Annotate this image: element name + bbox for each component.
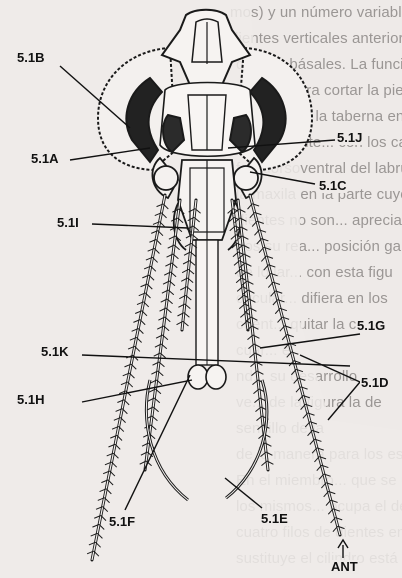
leader-51D-b [328, 382, 360, 420]
labial-lobe-right [206, 365, 226, 389]
labial-lobe-left [188, 365, 208, 389]
left-palp-base [154, 166, 178, 190]
label-5-1F: 5.1F [108, 515, 136, 529]
label-5-1E: 5.1E [260, 512, 289, 526]
label-5-1I: 5.1I [56, 216, 80, 230]
label-5-1H: 5.1H [16, 393, 45, 407]
label-5-1C: 5.1C [318, 179, 347, 193]
label-5-1D: 5.1D [360, 376, 389, 390]
label-5-1K: 5.1K [40, 345, 69, 359]
label-5-1B: 5.1B [16, 51, 45, 65]
label-ANT: ANT [330, 560, 359, 574]
right-palp-base [234, 166, 258, 190]
label-5-1J: 5.1J [336, 131, 363, 145]
label-5-1A: 5.1A [30, 152, 59, 166]
label-5-1G: 5.1G [356, 319, 386, 333]
